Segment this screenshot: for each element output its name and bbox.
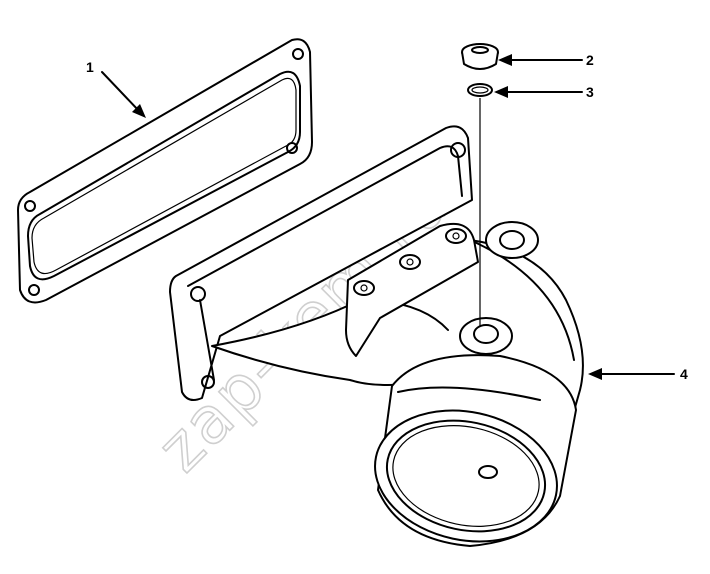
callout-arrow-1	[101, 71, 146, 118]
elbow-housing	[169, 125, 584, 547]
callout-arrow-3	[494, 86, 583, 98]
callout-label-3: 3	[586, 84, 594, 100]
plug	[461, 43, 499, 70]
callout-arrow-2	[498, 54, 583, 66]
callout-label-2: 2	[586, 52, 594, 68]
gasket	[17, 38, 313, 304]
o-ring	[467, 83, 493, 97]
callout-label-4: 4	[680, 366, 688, 382]
callout-label-1: 1	[86, 59, 94, 75]
callout-arrow-4	[588, 368, 675, 380]
